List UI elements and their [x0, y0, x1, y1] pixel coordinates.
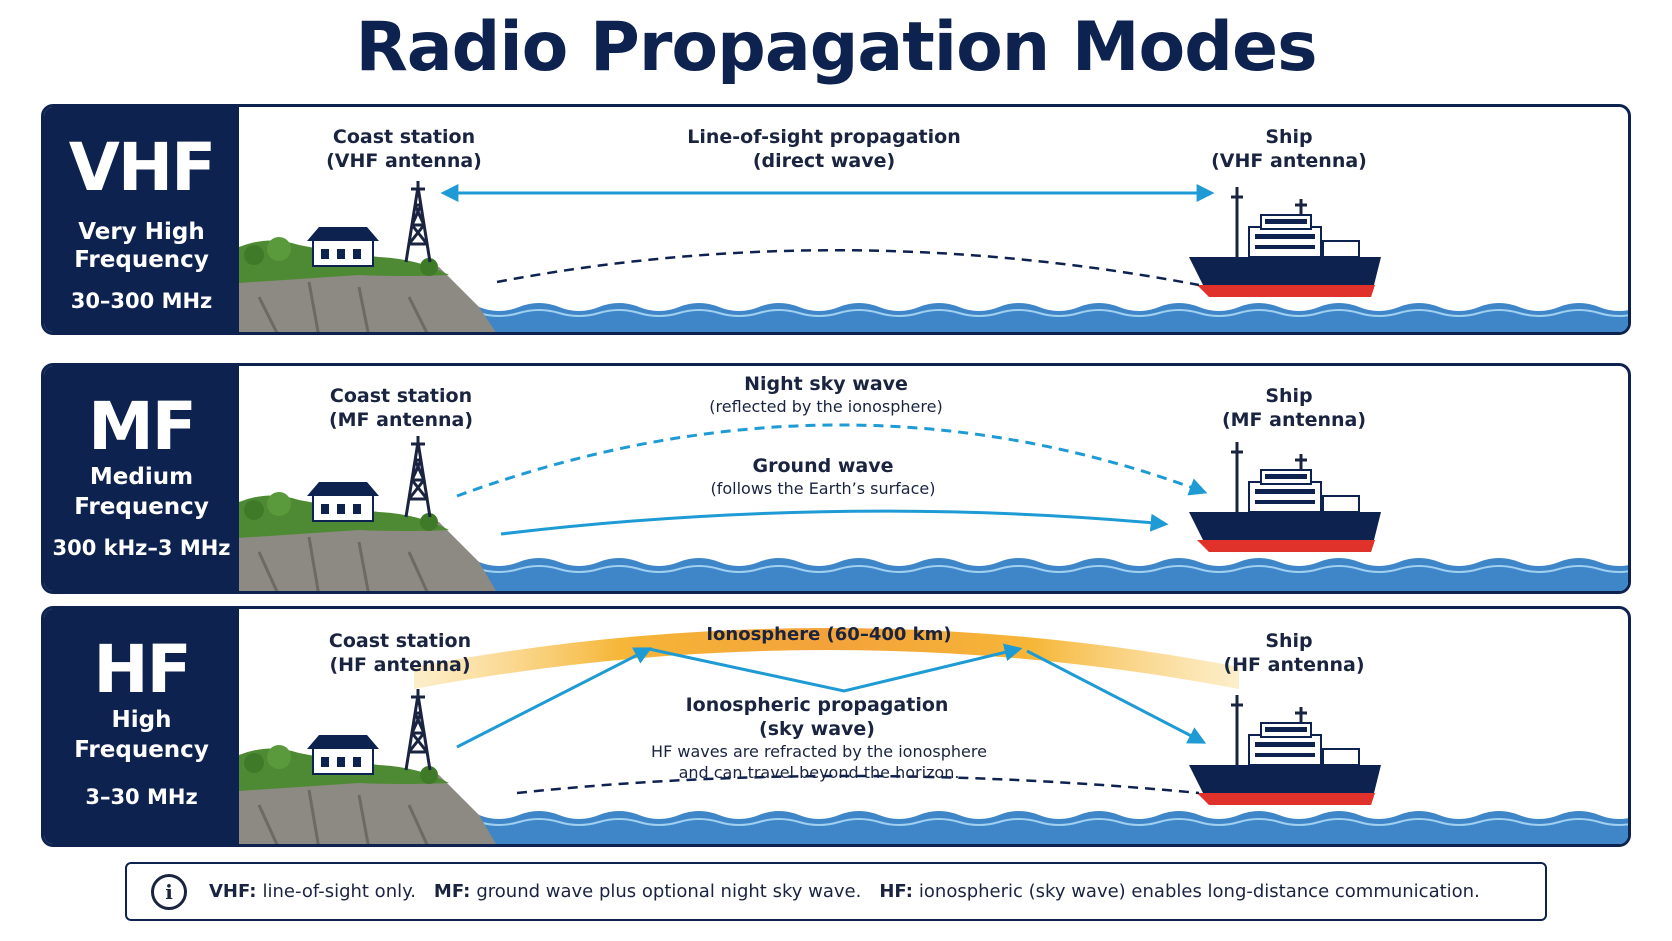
sky-wave-label-line2: (reflected by the ionosphere): [709, 397, 942, 416]
band-name-line1: Very High: [78, 219, 205, 245]
band-name-line1: Medium: [89, 464, 194, 490]
hf-scene: Ionosphere (60–400 km): [239, 624, 1628, 844]
wave-label-line2: (direct wave): [753, 150, 895, 172]
page-title: Radio Propagation Modes: [355, 8, 1317, 87]
vhf-antenna-tower: [404, 181, 432, 263]
note-mf-key: MF:: [433, 881, 471, 902]
ship-label-line1: Ship: [1265, 630, 1312, 652]
coast-cliff: [239, 492, 497, 591]
ship-label-line2: (VHF antenna): [1211, 150, 1367, 172]
sea: [239, 303, 1628, 332]
note-hf-key: HF:: [879, 881, 913, 902]
ship-label-line1: Ship: [1265, 385, 1312, 407]
sea: [239, 811, 1628, 844]
station-label-line1: Coast station: [330, 385, 472, 407]
note-vhf-key: VHF:: [209, 881, 257, 902]
note-vhf-text: line-of-sight only.: [262, 881, 416, 902]
vhf-panel: VHF Very High Frequency 30–300 MHz: [41, 104, 1631, 335]
vhf-band-label: VHF Very High Frequency 30–300 MHz: [44, 107, 239, 332]
band-name-line2: Frequency: [74, 494, 209, 520]
band-name-line2: Frequency: [74, 737, 209, 763]
station-label-line2: (MF antenna): [329, 409, 473, 431]
band-name-line1: High: [111, 707, 172, 733]
ground-wave-label-line1: Ground wave: [753, 455, 894, 477]
ground-wave-label-line2: (follows the Earth’s surface): [711, 479, 936, 498]
band-abbreviation: MF: [88, 388, 197, 465]
band-abbreviation: HF: [93, 631, 191, 708]
ground-wave-arrow: [500, 509, 1169, 536]
station-label-line1: Coast station: [329, 630, 471, 652]
propagation-label-line1: Ionospheric propagation: [686, 694, 949, 716]
mf-ship: [1189, 442, 1381, 552]
info-icon: i: [151, 873, 187, 910]
mf-panel: MF Medium Frequency 300 kHz–3 MHz: [41, 363, 1631, 594]
note-mf-text: ground wave plus optional night sky wave…: [476, 881, 862, 902]
hf-ship: [1189, 695, 1381, 805]
note-hf-text: ionospheric (sky wave) enables long-dist…: [918, 881, 1480, 902]
band-frequency-range: 300 kHz–3 MHz: [52, 536, 231, 560]
band-abbreviation: VHF: [68, 129, 216, 206]
vhf-scene: Coast station (VHF antenna) Line-of-sigh…: [239, 126, 1628, 332]
ship-label-line1: Ship: [1265, 126, 1312, 148]
summary-note: i VHF: line-of-sight only. MF: ground wa…: [125, 862, 1547, 921]
curved-horizon-dashed-line: [516, 774, 1200, 795]
coast-station-building: [307, 227, 379, 267]
band-frequency-range: 30–300 MHz: [70, 289, 213, 313]
coast-station-building: [307, 482, 379, 522]
band-frequency-range: 3–30 MHz: [85, 785, 198, 809]
hf-panel: HF High Frequency 3–30 MHz Ionosphere (6…: [41, 606, 1631, 847]
station-label-line2: (HF antenna): [329, 654, 470, 676]
propagation-description-line1: HF waves are refracted by the ionosphere: [651, 742, 987, 761]
sea: [239, 558, 1628, 591]
ship-label-line2: (HF antenna): [1223, 654, 1364, 676]
station-label-line2: (VHF antenna): [326, 150, 482, 172]
propagation-description-line2: and can travel beyond the horizon.: [679, 763, 960, 782]
curved-horizon-dashed-line: [496, 248, 1200, 287]
mf-band-label: MF Medium Frequency 300 kHz–3 MHz: [44, 366, 239, 591]
sky-wave-descending-path: [1026, 649, 1207, 744]
sky-wave-hop-path: [456, 647, 653, 749]
sky-wave-label-line1: Night sky wave: [744, 373, 908, 395]
vhf-ship: [1189, 187, 1381, 297]
ship-label-line2: (MF antenna): [1222, 409, 1366, 431]
ionosphere-label: Ionosphere (60–400 km): [706, 624, 951, 645]
hf-band-label: HF High Frequency 3–30 MHz: [44, 609, 239, 844]
hf-antenna-tower: [404, 689, 432, 771]
sky-wave-ground-reflection: [648, 643, 1023, 693]
mf-antenna-tower: [404, 436, 432, 518]
propagation-label-line2: (sky wave): [759, 718, 875, 740]
ionosphere-layer: [414, 628, 1239, 689]
station-label-line1: Coast station: [333, 126, 475, 148]
wave-label-line1: Line-of-sight propagation: [687, 126, 960, 148]
night-sky-wave-arrow: [456, 423, 1208, 498]
mf-scene: Coast station (MF antenna) Night sky wav…: [239, 373, 1628, 591]
band-name-line2: Frequency: [74, 247, 209, 273]
coast-station-building: [307, 735, 379, 775]
